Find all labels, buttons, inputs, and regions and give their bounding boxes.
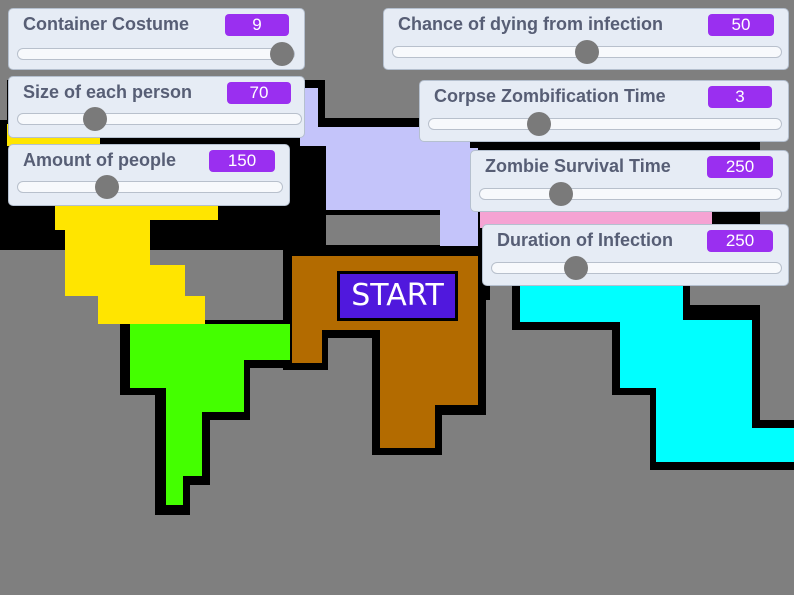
slider-track[interactable]: [392, 40, 782, 64]
slider-corpse-zombification-time: Corpse Zombification Time 3: [419, 80, 789, 142]
slider-value: 70: [227, 82, 291, 104]
slider-label: Container Costume: [23, 14, 190, 34]
region-yellow: [55, 200, 218, 324]
slider-thumb[interactable]: [563, 256, 588, 280]
slider-thumb[interactable]: [94, 175, 119, 199]
region-cyan: [520, 283, 794, 462]
slider-size-of-each-person: Size of each person 70: [8, 76, 305, 138]
slider-track[interactable]: [491, 256, 782, 280]
slider-thumb[interactable]: [527, 112, 552, 136]
slider-label: Corpse Zombification Time: [434, 86, 666, 106]
slider-track[interactable]: [428, 112, 782, 136]
slider-chance-of-dying: Chance of dying from infection 50: [383, 8, 789, 70]
slider-thumb[interactable]: [575, 40, 599, 64]
slider-value: 250: [707, 156, 773, 178]
slider-label: Duration of Infection: [497, 230, 673, 250]
slider-thumb[interactable]: [82, 107, 107, 131]
slider-track[interactable]: [17, 42, 295, 66]
slider-label: Amount of people: [23, 150, 176, 170]
slider-track[interactable]: [479, 182, 782, 206]
slider-duration-of-infection: Duration of Infection 250: [482, 224, 789, 286]
region-pink: [480, 210, 712, 228]
slider-track[interactable]: [17, 107, 302, 131]
slider-value: 50: [708, 14, 774, 36]
slider-container-costume: Container Costume 9: [8, 8, 305, 70]
slider-thumb[interactable]: [270, 42, 294, 66]
start-button[interactable]: START: [337, 271, 458, 321]
slider-value: 3: [708, 86, 772, 108]
slider-amount-of-people: Amount of people 150: [8, 144, 290, 206]
region-green: [130, 324, 290, 505]
slider-label: Size of each person: [23, 82, 193, 102]
slider-value: 250: [707, 230, 773, 252]
slider-value: 150: [209, 150, 275, 172]
slider-zombie-survival-time: Zombie Survival Time 250: [470, 150, 789, 212]
slider-thumb[interactable]: [549, 182, 574, 206]
slider-label: Zombie Survival Time: [485, 156, 671, 176]
slider-value: 9: [225, 14, 289, 36]
slider-track[interactable]: [17, 175, 283, 199]
slider-label: Chance of dying from infection: [398, 14, 664, 34]
